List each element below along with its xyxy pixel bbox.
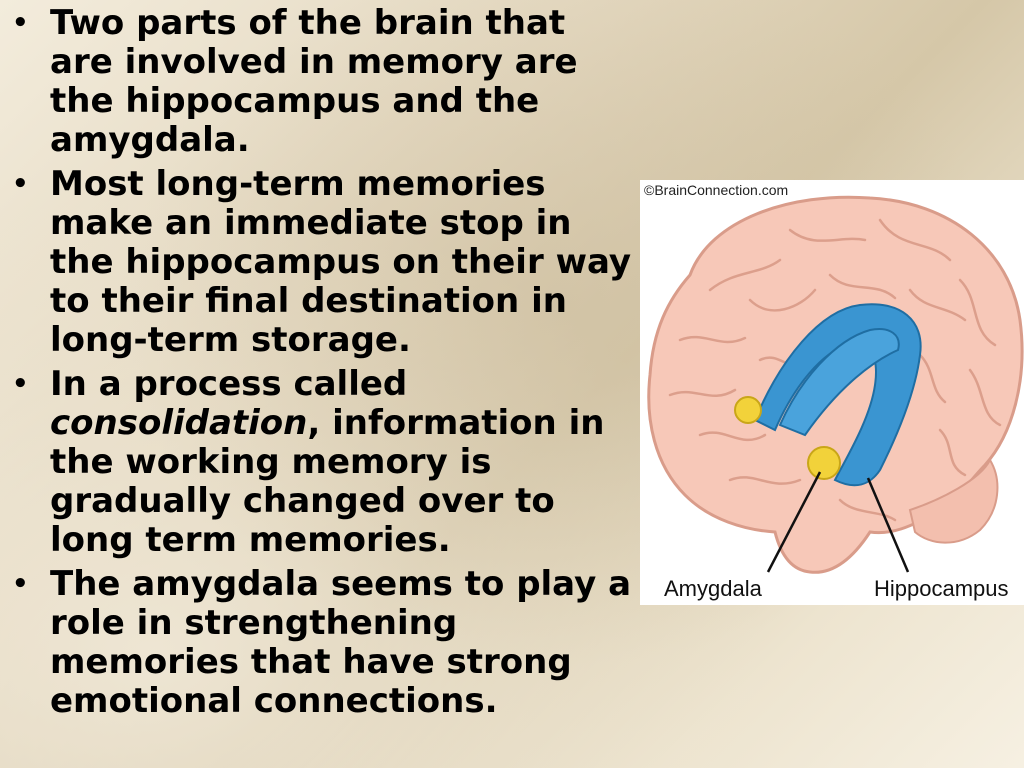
- cerebellum: [908, 457, 999, 544]
- bullet-item: • The amygdala seems to play a role in s…: [12, 565, 637, 721]
- bullet-dot: •: [12, 369, 29, 399]
- bullet-text-prefix: In a process called: [50, 364, 408, 404]
- amygdala-shape: [807, 446, 841, 480]
- bullet-dot: •: [12, 569, 29, 599]
- bullet-dot: •: [12, 8, 29, 38]
- bullet-item: • Two parts of the brain that are involv…: [12, 4, 637, 160]
- amygdala-shape: [734, 396, 762, 424]
- bullet-text: Two parts of the brain that are involved…: [50, 3, 578, 160]
- bullet-text: Most long-term memories make an immediat…: [50, 164, 632, 360]
- amygdala-leader-line: [766, 471, 822, 573]
- bullet-text: The amygdala seems to play a role in str…: [50, 564, 632, 721]
- bullet-item: • In a process called consolidation, inf…: [12, 365, 637, 560]
- bullet-emphasis-consolidation: consolidation: [50, 403, 308, 443]
- brain-illustration: ©BrainConnection.com Amygdala Hippocampu…: [640, 180, 1024, 605]
- amygdala-label: Amygdala: [664, 576, 762, 601]
- hippocampus-leader-line: [866, 477, 910, 573]
- bullet-list: • Two parts of the brain that are involv…: [12, 4, 637, 726]
- brain-diagram: [647, 195, 1024, 574]
- bullet-item: • Most long-term memories make an immedi…: [12, 165, 637, 360]
- bullet-text-suffix: , information in the working memory is g…: [50, 403, 605, 560]
- image-credit: ©BrainConnection.com: [644, 182, 789, 198]
- hippocampus-label: Hippocampus: [874, 576, 1009, 601]
- bullet-dot: •: [12, 169, 29, 199]
- fornix-shape: [778, 328, 900, 437]
